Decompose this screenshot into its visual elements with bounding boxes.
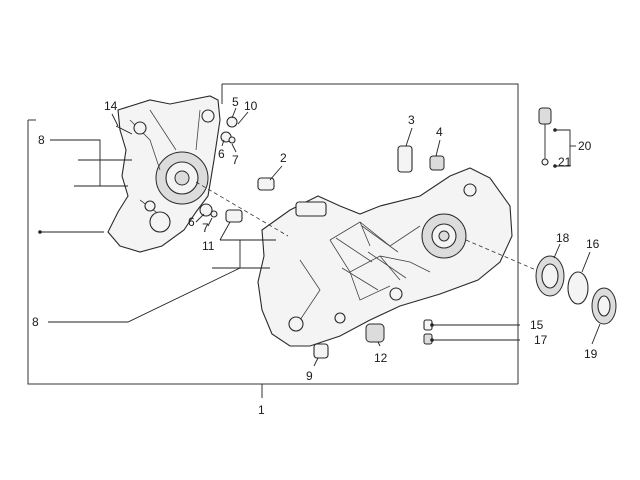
callout-14: 14: [104, 99, 118, 113]
callout-6-lower: 6: [188, 215, 195, 229]
leader-lines: [40, 107, 601, 367]
anchor-dots: [38, 128, 557, 342]
callout-8-lower: 8: [32, 315, 39, 329]
callout-18: 18: [556, 231, 570, 245]
callout-21: 21: [558, 155, 572, 169]
callout-7-lower: 7: [202, 221, 209, 235]
callout-6: 6: [218, 147, 225, 161]
callout-17: 17: [534, 333, 548, 347]
callout-15: 15: [530, 318, 544, 332]
callout-16: 16: [586, 237, 600, 251]
callout-2: 2: [280, 151, 287, 165]
callout-8-upper: 8: [38, 133, 45, 147]
left-crankcase-half: [107, 95, 221, 253]
callout-12: 12: [374, 351, 388, 365]
callout-labels: 14 5 10 6 7 2 3 4 20 21 8 6 7 11 18 16 8…: [32, 95, 600, 417]
callout-9: 9: [306, 369, 313, 383]
right-crankcase-half: [257, 167, 513, 347]
callout-10: 10: [244, 99, 258, 113]
assembly-frame: [27, 83, 519, 398]
small-parts: [74, 107, 617, 359]
callout-1: 1: [258, 403, 265, 417]
callout-11: 11: [202, 239, 215, 253]
callout-20: 20: [578, 139, 592, 153]
callout-4: 4: [436, 125, 443, 139]
callout-5: 5: [232, 95, 239, 109]
callout-7: 7: [232, 153, 239, 167]
callout-19: 19: [584, 347, 598, 361]
callout-3: 3: [408, 113, 415, 127]
